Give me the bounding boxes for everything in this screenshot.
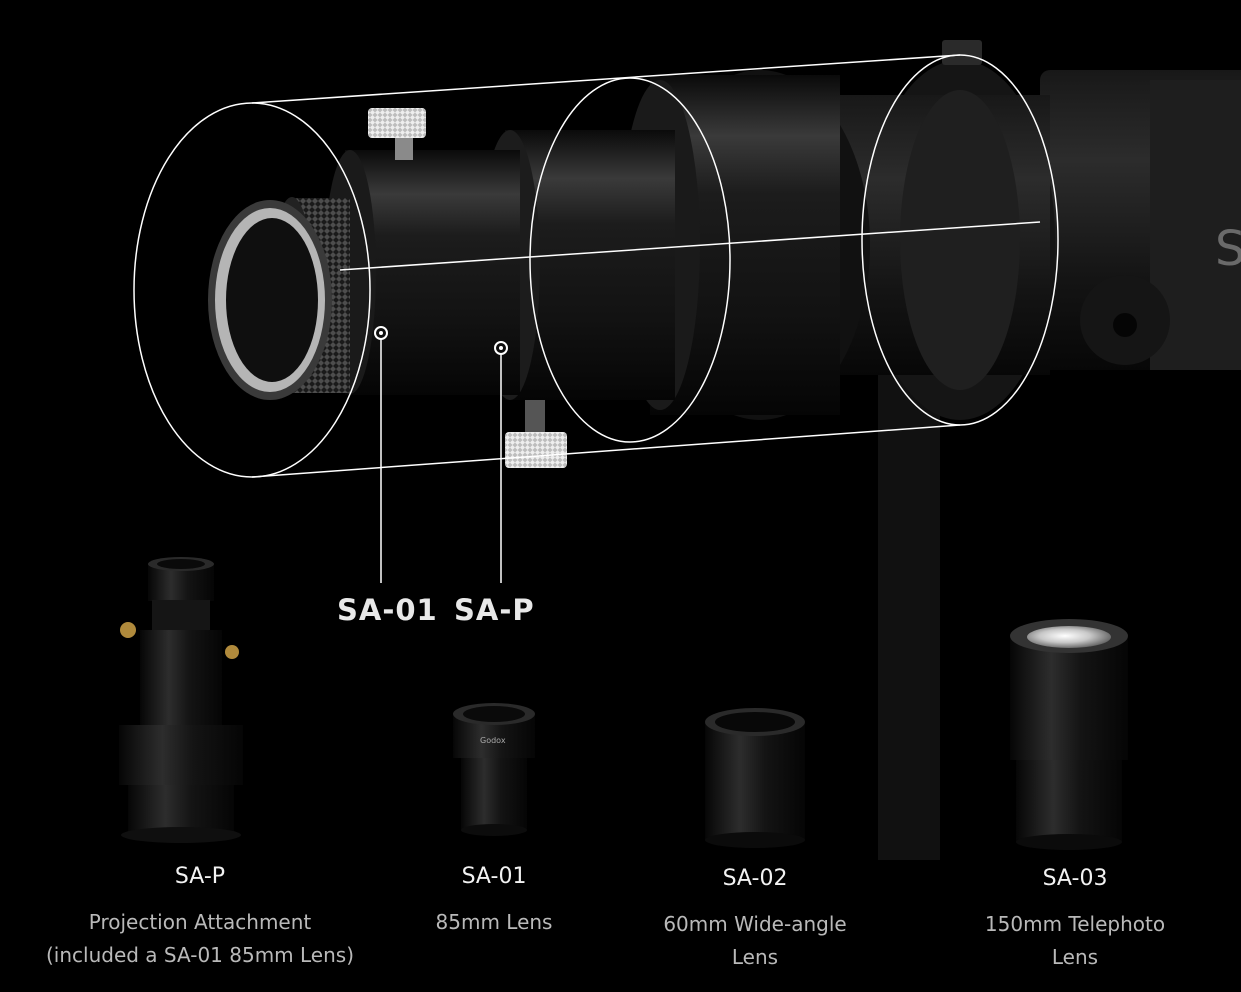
light-fixture: S xyxy=(1040,70,1241,370)
spotlight-attachment xyxy=(208,40,1055,468)
product-code: SA-01 xyxy=(461,864,527,889)
outline-cylinder xyxy=(133,54,1059,478)
product-code: SA-P xyxy=(174,864,226,889)
product-image-sa-01: Godox xyxy=(453,703,535,836)
product-caption-sa-02: SA-02 60mm Wide-angle Lens xyxy=(640,868,870,974)
product-description: Projection Attachment (included a SA-01 … xyxy=(45,910,355,967)
product-caption-sa-03: SA-03 150mm Telephoto Lens xyxy=(955,868,1195,974)
product-description: 60mm Wide-angle Lens xyxy=(663,912,847,969)
product-image-sa-p xyxy=(119,557,243,843)
product-description: 85mm Lens xyxy=(435,910,553,934)
lens-brand-text: Godox xyxy=(480,736,506,745)
product-description: 150mm Telephoto Lens xyxy=(984,912,1166,969)
callout-label-sa-p: SA-P xyxy=(454,593,535,627)
product-image-sa-02 xyxy=(705,708,805,848)
svg-text:S: S xyxy=(1215,221,1241,277)
callout-label-sa-01: SA-01 xyxy=(337,593,438,627)
callout-markers xyxy=(374,326,508,583)
product-caption-sa-01: SA-01 85mm Lens xyxy=(394,866,594,939)
product-code: SA-02 xyxy=(722,866,788,891)
product-image-sa-03 xyxy=(1010,619,1128,850)
product-caption-sa-p: SA-P Projection Attachment (included a S… xyxy=(20,866,380,972)
product-code: SA-03 xyxy=(1042,866,1108,891)
stand-bracket xyxy=(878,360,940,860)
